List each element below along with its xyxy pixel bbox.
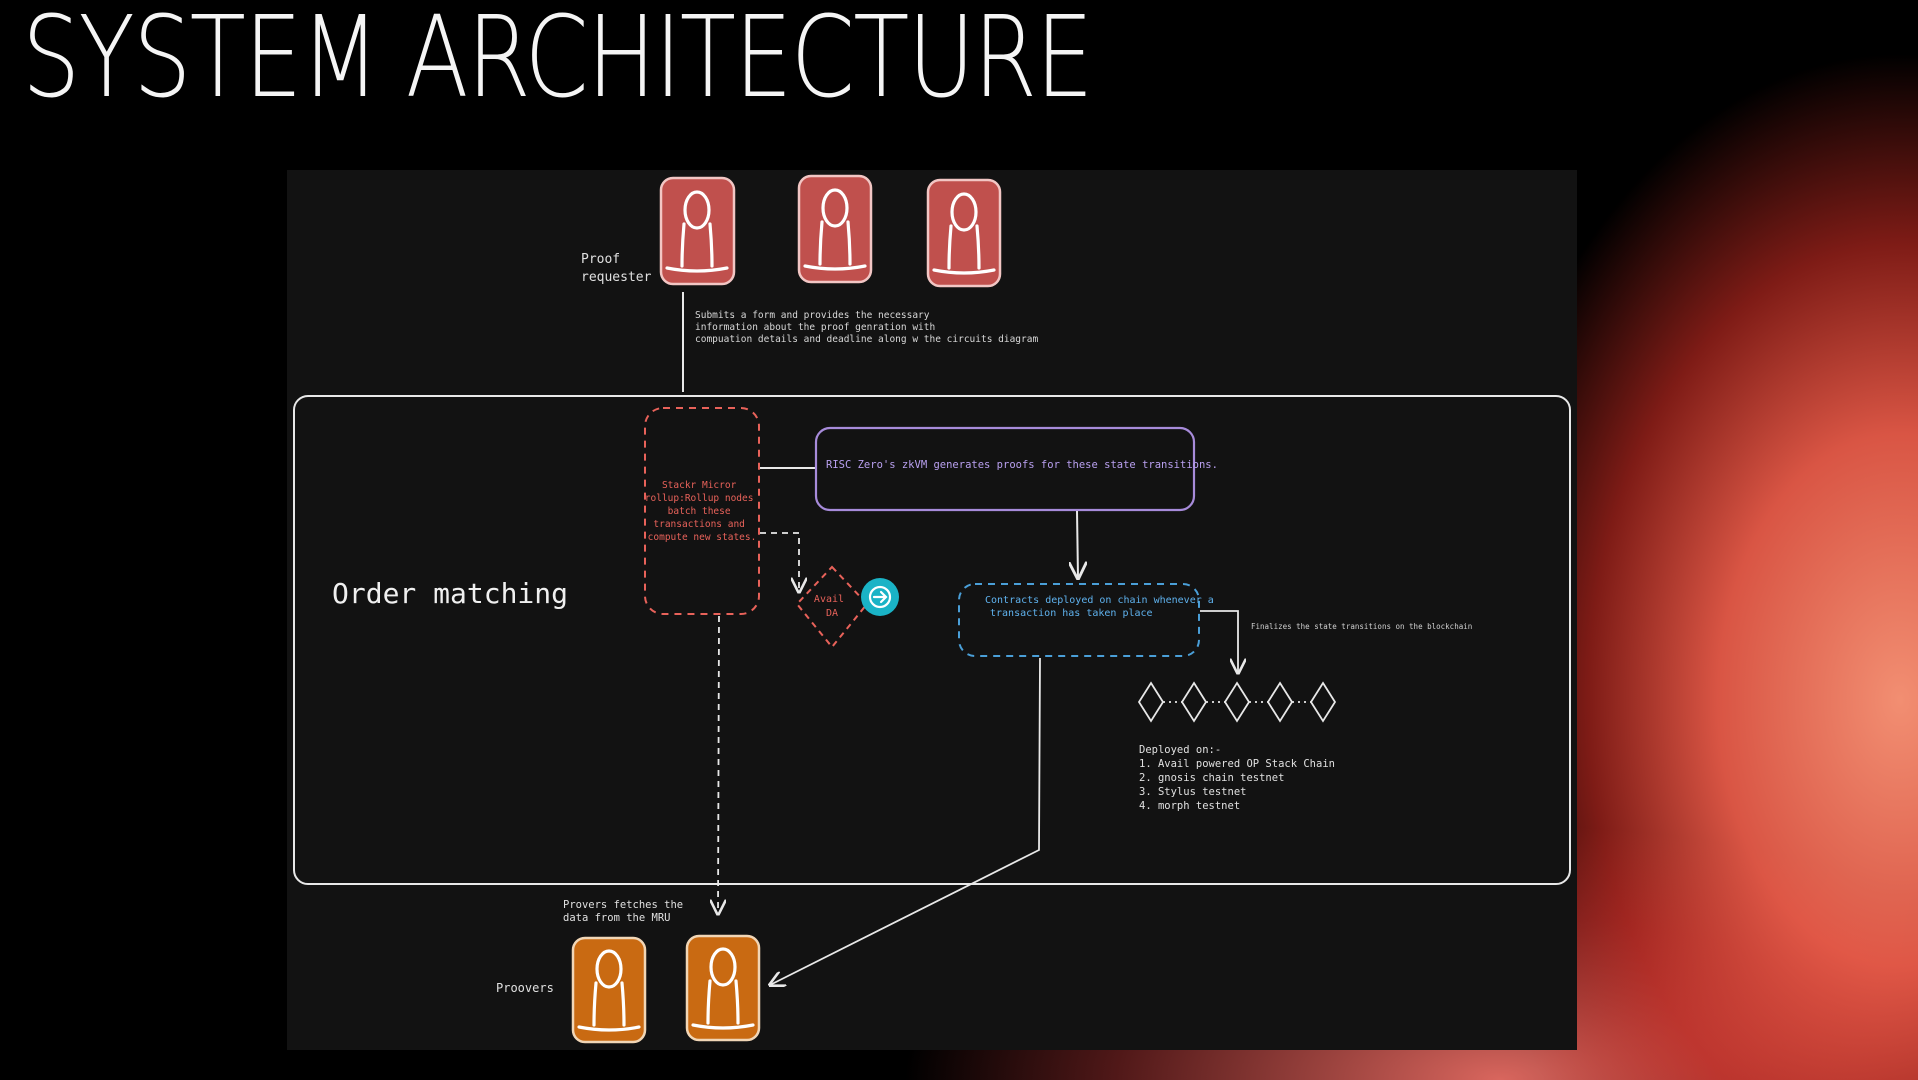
avail-da-label: Avail DA	[814, 594, 850, 619]
diamond-icon	[1180, 681, 1208, 723]
submit-note: Submits a form and provides the necessar…	[695, 310, 1038, 345]
contracts-text: Contracts deployed on chain whenever a t…	[985, 595, 1220, 619]
prover-avatar-2	[685, 934, 761, 1042]
requester-avatar-1	[659, 176, 736, 286]
requester-avatar-3	[926, 178, 1002, 288]
diamond-icon	[1223, 681, 1251, 723]
prover-avatar-1	[571, 936, 647, 1044]
stackr-provers-arrow	[718, 615, 719, 914]
contracts-box	[958, 583, 1200, 657]
blockchain-chain	[1137, 681, 1337, 723]
stackr-rollup-text: Stackr Micror rollup:Rollup nodes batch …	[645, 480, 759, 543]
order-matching-container	[293, 395, 1571, 885]
provers-fetch-note: Provers fetches the data from the MRU	[563, 899, 689, 924]
stackr-avail-arrow	[760, 532, 799, 592]
order-matching-label: Order matching	[332, 577, 568, 610]
deployed-on-list: Deployed on:- 1. Avail powered OP Stack …	[1139, 744, 1341, 812]
stackr-rollup-box	[644, 407, 760, 615]
proof-requester-label: Proof requester	[581, 252, 652, 285]
diagram-canvas: Proof requester Submits a form and provi…	[287, 170, 1577, 1050]
arrow-right-circle-icon[interactable]	[861, 578, 899, 616]
contracts-prover-arrow	[770, 657, 1041, 985]
diamond-icon	[1266, 681, 1294, 723]
finalize-note: Finalizes the state transitions on the b…	[1251, 622, 1472, 631]
avail-da-diamond	[795, 565, 869, 649]
diamond-icon	[1309, 681, 1337, 723]
diamond-icon	[1137, 681, 1165, 723]
risc-zero-text: RISC Zero's zkVM generates proofs for th…	[826, 459, 1218, 471]
risc-contracts-arrow	[1077, 510, 1078, 578]
page-title: SYSTEM ARCHITECTURE	[22, 0, 1093, 123]
risc-zero-box	[814, 426, 1196, 512]
contracts-chain-arrow	[1200, 610, 1238, 673]
provers-label: Proovers	[496, 981, 554, 995]
requester-avatar-2	[797, 174, 873, 284]
